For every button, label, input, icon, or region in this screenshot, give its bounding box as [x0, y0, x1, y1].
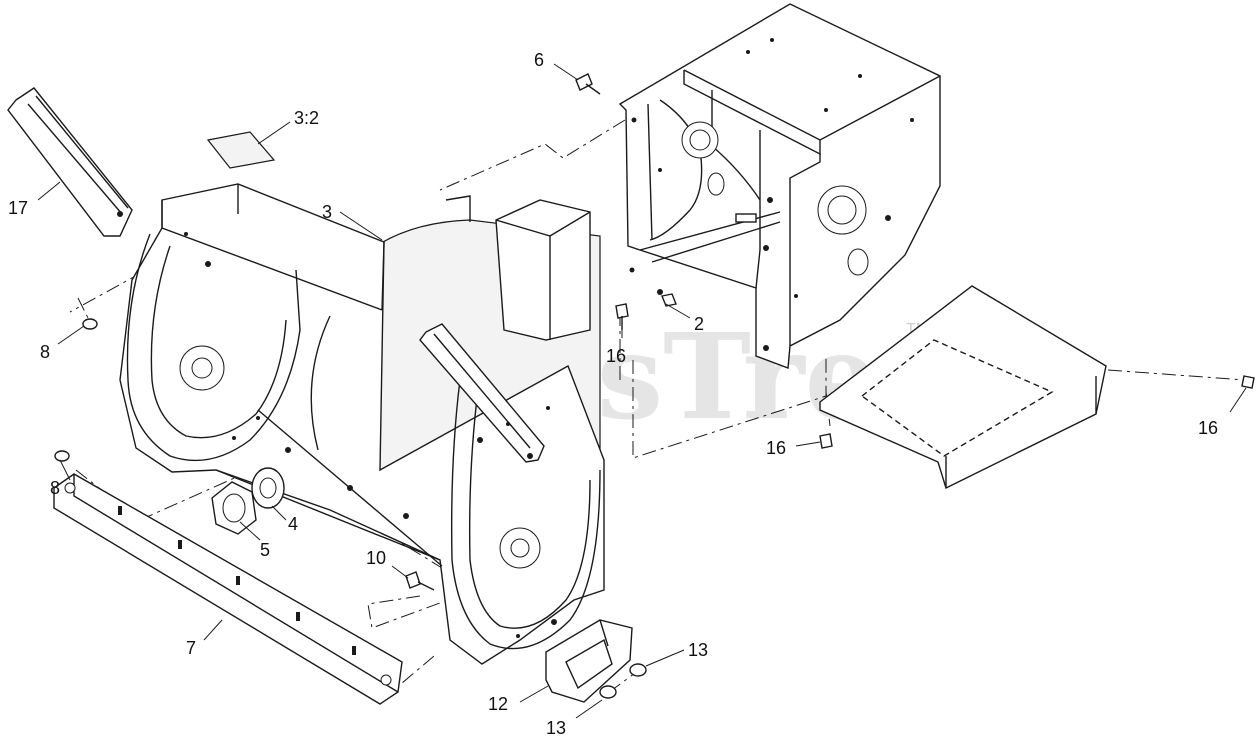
callout-16-mid: 16	[606, 346, 626, 366]
callout-8-top: 8	[40, 342, 50, 362]
skid-handle-left	[7, 87, 133, 237]
callout-13-top: 13	[688, 640, 708, 660]
callout-13-bottom: 13	[546, 718, 566, 738]
gearbox-housing	[618, 3, 941, 369]
callout-17: 17	[8, 198, 28, 218]
callout-4: 4	[288, 514, 298, 534]
callout-6: 6	[534, 50, 544, 70]
leader-lines	[37, 63, 1247, 719]
skid-shoe	[545, 619, 633, 703]
fasteners	[54, 73, 1255, 699]
callout-16-bottom: 16	[766, 438, 786, 458]
callout-3-2: 3:2	[294, 108, 319, 128]
skid-handle-right	[419, 323, 545, 463]
callout-12: 12	[488, 694, 508, 714]
callout-8-bottom: 8	[50, 478, 60, 498]
callout-7: 7	[186, 638, 196, 658]
skid-plate	[819, 285, 1107, 489]
auger-housing	[119, 183, 605, 665]
bearing-flange	[211, 481, 257, 535]
bearing	[251, 467, 285, 509]
scraper-bar	[53, 473, 403, 705]
callout-labels: 6 3:2 17 3 2 8 16 16 16 8 4 5 10 7 13 12…	[8, 50, 1218, 738]
callout-10: 10	[366, 548, 386, 568]
callout-16-right: 16	[1198, 418, 1218, 438]
callout-2: 2	[694, 314, 704, 334]
decal-panel	[206, 131, 276, 169]
callout-3: 3	[322, 202, 332, 222]
callout-5: 5	[260, 540, 270, 560]
